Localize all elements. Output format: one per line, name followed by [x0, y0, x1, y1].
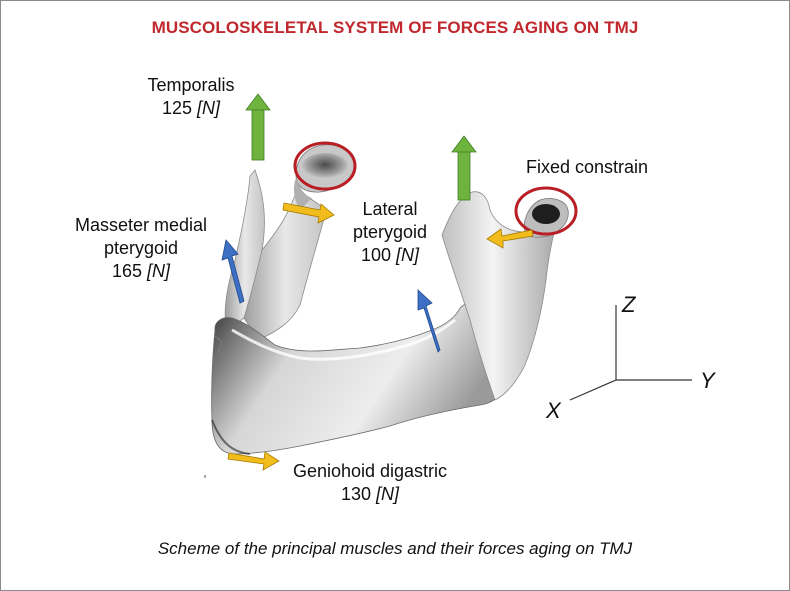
- right-ramus: [441, 191, 569, 401]
- masseter-value: 165: [111, 261, 142, 281]
- lateral-label: Lateral pterygoid 100 [N]: [340, 198, 440, 267]
- y-axis-label: Y: [700, 368, 715, 393]
- lateral-oblique-arrow: [417, 289, 441, 353]
- left-constraint-ring: [293, 141, 357, 191]
- geniohoid-unit: [N]: [376, 484, 400, 504]
- lateral-unit: [N]: [396, 245, 420, 265]
- lateral-value: 100: [360, 245, 391, 265]
- masseter-unit: [N]: [147, 261, 171, 281]
- geniohoid-name: Geniohoid digastric: [292, 461, 448, 481]
- geniohoid-label: Geniohoid digastric 130 [N]: [280, 460, 460, 506]
- figure-caption: Scheme of the principal muscles and thei…: [157, 539, 633, 558]
- coordinate-axes: [569, 305, 692, 401]
- lateral-vertical-arrow: [451, 135, 477, 201]
- z-axis-label: Z: [622, 292, 636, 317]
- lateral-name-line2: pterygoid: [352, 222, 428, 242]
- geniohoid-arrow: [227, 451, 280, 471]
- geniohoid-force: 130 [N]: [280, 483, 460, 506]
- lateral-name-line1: Lateral: [362, 199, 418, 219]
- figure-title: MUSCOLOSKELETAL SYSTEM OF FORCES AGING O…: [151, 18, 639, 37]
- x-axis-label: X: [546, 398, 561, 423]
- temporalis-name: Temporalis: [147, 75, 235, 95]
- left-lateral-arrow: [282, 202, 335, 224]
- temporalis-unit: [N]: [197, 98, 221, 118]
- x-axis: [569, 379, 617, 401]
- temporalis-label: Temporalis 125 [N]: [132, 74, 250, 120]
- left-ramus: [224, 144, 355, 341]
- lateral-force: 100 [N]: [340, 244, 440, 267]
- masseter-name-line1: Masseter medial: [74, 215, 208, 235]
- temporalis-value: 125: [161, 98, 192, 118]
- right-constraint-ring: [514, 186, 578, 236]
- temporalis-force: 125 [N]: [132, 97, 250, 120]
- temporalis-arrow: [245, 93, 271, 161]
- masseter-label: Masseter medial pterygoid 165 [N]: [58, 214, 224, 283]
- fixed-constrain-label: Fixed constrain: [525, 157, 649, 177]
- right-lateral-arrow: [486, 228, 534, 249]
- masseter-arrow: [221, 239, 245, 304]
- masseter-name-line2: pterygoid: [103, 238, 179, 258]
- geniohoid-value: 130: [340, 484, 371, 504]
- masseter-force: 165 [N]: [58, 260, 224, 283]
